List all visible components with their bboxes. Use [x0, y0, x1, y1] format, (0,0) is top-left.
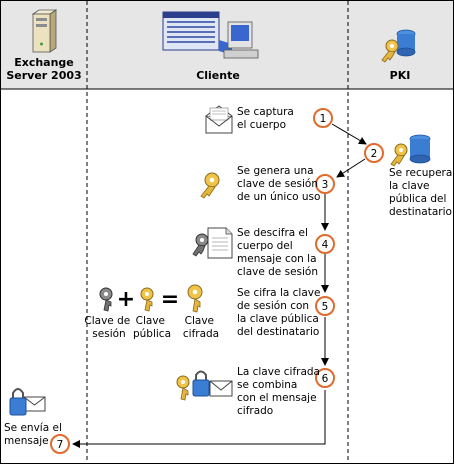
step-marker-3: 3 — [315, 174, 335, 194]
step-3-text: Se genera una clave de sesión de un únic… — [237, 165, 321, 203]
grey-session-key-icon — [99, 287, 113, 312]
exchange-header-line1: Exchange — [14, 56, 74, 69]
pki-header: PKI — [390, 69, 411, 82]
step-1-text: Se captura el cuerpo — [237, 106, 297, 131]
public-key-caption: Clave pública — [133, 315, 171, 340]
session-key-caption: Clave de sesión — [84, 315, 133, 340]
arrow-1-to-2 — [331, 123, 367, 145]
encrypted-key-icon — [187, 284, 203, 313]
flow-connectors — [72, 123, 367, 448]
equals-sign: = — [161, 287, 179, 312]
public-key-database-icon — [390, 134, 431, 167]
svg-text:1: 1 — [320, 113, 327, 125]
svg-text:6: 6 — [322, 373, 329, 385]
step-marker-4: 4 — [315, 234, 335, 254]
session-key-icon — [200, 172, 220, 199]
client-header: Cliente — [196, 69, 240, 82]
open-envelope-icon — [205, 105, 233, 134]
step-7-text: Se envía el mensaje — [4, 422, 65, 447]
step-marker-7: 7 — [50, 434, 70, 454]
svg-text:3: 3 — [322, 179, 329, 191]
key-and-document-icon — [192, 227, 233, 259]
encrypted-key-caption: Clave cifrada — [183, 315, 219, 340]
svg-text:4: 4 — [322, 239, 329, 251]
svg-text:7: 7 — [57, 439, 64, 451]
pki-key-database-icon — [381, 29, 416, 63]
client-computer-icon — [162, 11, 259, 59]
arrow-2-to-3 — [336, 158, 366, 178]
step-marker-6: 6 — [315, 368, 335, 388]
exchange-header-line2: Server 2003 — [6, 69, 81, 82]
public-key-icon — [140, 287, 154, 312]
step-2-text: Se recupera la clave pública del destina… — [389, 167, 454, 218]
svg-text:5: 5 — [322, 301, 329, 313]
step-6-text: La clave cifrada se combina con el mensa… — [237, 366, 323, 417]
arrow-6-to-7 — [72, 390, 326, 448]
server-icon — [31, 9, 58, 53]
key-lock-envelope-icon — [176, 370, 233, 401]
step-marker-5: 5 — [315, 296, 335, 316]
step-marker-1: 1 — [313, 108, 333, 128]
svg-text:2: 2 — [371, 148, 378, 160]
step-marker-2: 2 — [364, 143, 384, 163]
step-4-text: Se descifra el cuerpo del mensaje con la… — [237, 227, 320, 278]
lock-envelope-icon — [9, 388, 46, 416]
plus-sign: + — [117, 287, 135, 312]
step-5-text: Se cifra la clave de sesión con la clave… — [237, 287, 324, 338]
